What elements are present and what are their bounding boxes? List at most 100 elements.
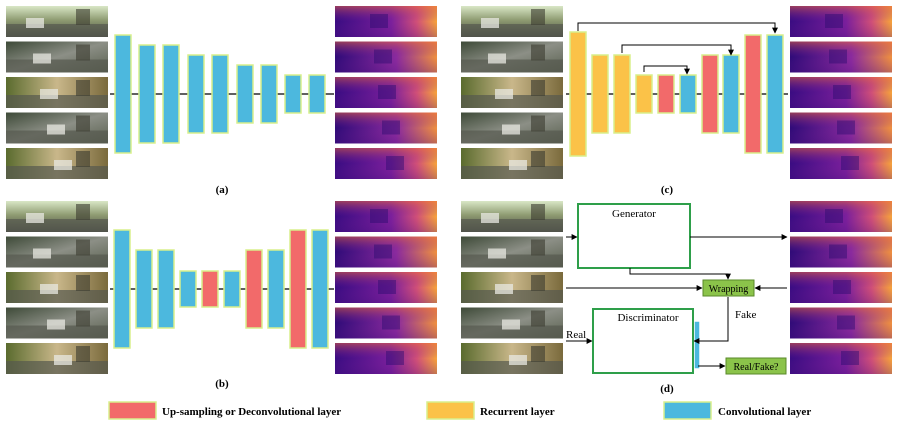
- panel-d-depth-map-1: [790, 201, 892, 232]
- generator-to-wrapping-arrow: [629, 268, 731, 280]
- panel-c-network-layer-7-upsampling: [701, 54, 719, 134]
- panel-d-input-image-5: [461, 343, 563, 374]
- panel-c-depth-map-1: [790, 6, 892, 37]
- panel-a-depth-map-5: [335, 148, 437, 179]
- panel-c-network-layer-6-convolutional: [679, 74, 697, 114]
- panel-b-input-image-3: [6, 272, 108, 303]
- real-label: Real: [566, 329, 586, 341]
- panel-d-input-image-1: [461, 201, 563, 232]
- panel-b-depth-map-4: [335, 307, 437, 339]
- depth-maps: [335, 6, 892, 374]
- discriminator-label: Discriminator: [617, 312, 678, 324]
- wrapping-label: Wrapping: [709, 284, 749, 295]
- skip-connection-middle: [621, 44, 734, 56]
- legend-label-recurrent: Recurrent layer: [480, 406, 555, 418]
- panel-d-discriminator-network-layer-10-convolutional: [693, 320, 701, 370]
- panel-b-network-layer-1-convolutional: [113, 229, 131, 349]
- panel-c-network-layer-5-upsampling: [657, 74, 675, 114]
- panel-b-network-layer-6-convolutional: [223, 270, 241, 308]
- legend-swatch-upsampling: [108, 401, 157, 420]
- panel-c-skip-connections: [577, 22, 778, 75]
- panel-a-input-image-5: [6, 148, 108, 179]
- panel-d-input-image-3: [461, 272, 563, 303]
- panel-b-network-layer-4-convolutional: [179, 270, 197, 308]
- panel-b-network-layer-8-convolutional: [267, 249, 285, 329]
- panel-b-depth-map-2: [335, 236, 437, 268]
- panel-c-input-image-5: [461, 148, 563, 179]
- panel-c-depth-map-3: [790, 77, 892, 108]
- panel-a-network-layer-2-convolutional: [138, 44, 156, 144]
- panel-a-network-layer-5-convolutional: [211, 54, 229, 134]
- panel-c-network-layer-3-recurrent: [613, 54, 631, 134]
- skip-connection-outer: [577, 22, 778, 34]
- panel-c-depth-map-2: [790, 41, 892, 73]
- panel-b-depth-map-5: [335, 343, 437, 374]
- wrapping-box: [702, 279, 755, 297]
- generator-label: Generator: [612, 208, 656, 220]
- caption-b: (b): [215, 378, 229, 390]
- panel-a-network-layer-8-convolutional: [284, 74, 302, 114]
- panel-d-input-image-4: [461, 307, 563, 339]
- panel-b-network-layer-2-convolutional: [135, 249, 153, 329]
- panel-b-input-image-1: [6, 201, 108, 232]
- panel-d-depth-map-2: [790, 236, 892, 268]
- input-images: [6, 6, 563, 374]
- panel-b-input-image-4: [6, 307, 108, 339]
- legend-label-upsampling: Up-sampling or Deconvolutional layer: [162, 406, 341, 418]
- panel-a-network-layer-9-convolutional: [308, 74, 326, 114]
- legend-label-convolutional: Convolutional layer: [718, 406, 811, 418]
- caption-a: (a): [216, 184, 229, 196]
- panel-c-depth-map-4: [790, 112, 892, 144]
- panel-d-depth-map-4: [790, 307, 892, 339]
- panel-b-network-layer-5-upsampling: [201, 270, 219, 308]
- panel-d-gan: Generator Discriminator Wrapping Real/Fa…: [566, 203, 788, 375]
- panel-a-input-image-1: [6, 6, 108, 37]
- panel-d-depth-map-3: [790, 272, 892, 303]
- panel-c-network-layer-1-recurrent: [569, 31, 587, 157]
- panel-a-input-image-4: [6, 112, 108, 144]
- legend: Up-sampling or Deconvolutional layer Rec…: [108, 401, 811, 420]
- panel-a-network-layer-4-convolutional: [187, 54, 205, 134]
- panel-a-depth-map-3: [335, 77, 437, 108]
- panel-b-network-layer-3-convolutional: [157, 249, 175, 329]
- panel-a-input-image-2: [6, 41, 108, 73]
- caption-d: (d): [660, 383, 674, 395]
- panel-a-network-layer-6-convolutional: [236, 64, 254, 124]
- panel-c-input-image-3: [461, 77, 563, 108]
- panel-b-depth-map-3: [335, 272, 437, 303]
- panel-b-input-image-5: [6, 343, 108, 374]
- caption-c: (c): [661, 184, 674, 196]
- panel-a-network-layer-1-convolutional: [114, 34, 132, 154]
- panel-c-depth-map-5: [790, 148, 892, 179]
- fake-label: Fake: [735, 309, 757, 321]
- panel-b-network-layer-9-upsampling: [289, 229, 307, 349]
- panel-c-input-image-4: [461, 112, 563, 144]
- panel-a-depth-map-4: [335, 112, 437, 144]
- skip-connection-inner: [643, 65, 690, 75]
- real-fake-box: [725, 357, 787, 375]
- panel-a-depth-map-1: [335, 6, 437, 37]
- panel-c-network-layer-8-convolutional: [722, 54, 740, 134]
- generator-box: [577, 203, 691, 269]
- panel-c-network-layer-10-convolutional: [766, 34, 784, 154]
- panel-c-network-layer-4-recurrent: [635, 74, 653, 114]
- real-fake-label: Real/Fake?: [734, 362, 780, 373]
- panel-c-input-image-2: [461, 41, 563, 73]
- discriminator-box: [592, 308, 694, 374]
- panel-d-depth-map-5: [790, 343, 892, 374]
- panel-b-network-layer-10-convolutional: [311, 229, 329, 349]
- panel-c-network-layer-9-upsampling: [744, 34, 762, 154]
- panel-b-depth-map-1: [335, 201, 437, 232]
- legend-swatch-recurrent: [426, 401, 475, 420]
- legend-swatch-convolutional: [663, 401, 712, 420]
- panel-c-network: [566, 31, 788, 157]
- panel-d-input-image-2: [461, 236, 563, 268]
- panel-a-network: [110, 34, 334, 154]
- panel-a-network-layer-3-convolutional: [162, 44, 180, 144]
- panel-a-depth-map-2: [335, 41, 437, 73]
- panel-b-network-layer-7-upsampling: [245, 249, 263, 329]
- panel-a-network-layer-7-convolutional: [260, 64, 278, 124]
- panel-c-input-image-1: [461, 6, 563, 37]
- panel-b-network: [110, 229, 334, 349]
